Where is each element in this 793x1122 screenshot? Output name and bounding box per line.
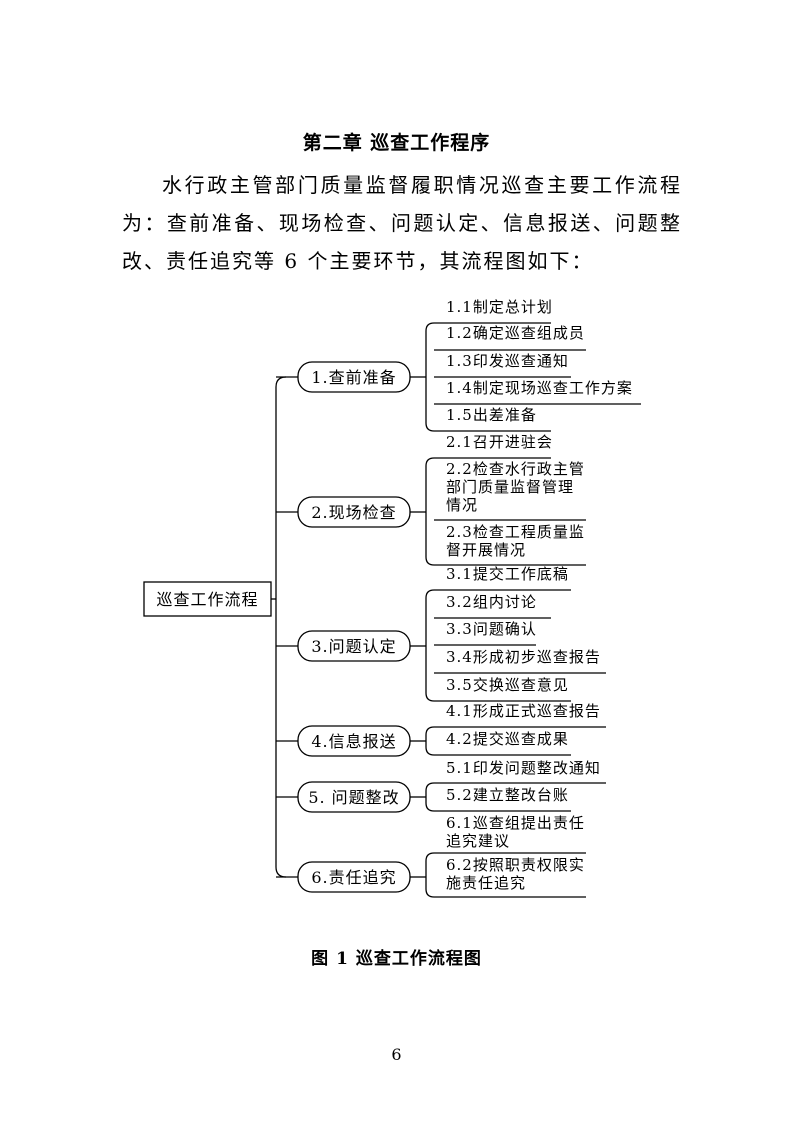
stage-node: 3.问题认定 3.1提交工作底稿 3.2组内讨论 3.3问题确认 3.4形成初步巡查报告… (276, 565, 606, 702)
sub-step: 3.3问题确认 (434, 620, 537, 646)
sub-step-text: 3.4形成初步巡查报告 (446, 648, 601, 666)
sub-step: 4.2提交巡查成果 (434, 730, 571, 756)
sub-step-text: 1.4制定现场巡查工作方案 (446, 379, 633, 397)
item-bracket (425, 726, 435, 756)
stage-label: 6.责任追究 (311, 868, 396, 887)
sub-step-text: 5.2建立整改台账 (446, 786, 569, 804)
page-number: 6 (391, 1045, 402, 1064)
stage-label: 2.现场检查 (311, 503, 396, 522)
sub-step-text: 1.1制定总计划 (446, 298, 553, 316)
sub-step-text: 督开展情况 (446, 541, 526, 559)
sub-step-text: 3.5交换巡查意见 (446, 676, 569, 694)
sub-step: 5.1印发问题整改通知 (434, 759, 606, 784)
item-bracket (425, 589, 435, 702)
sub-step-text: 4.2提交巡查成果 (446, 730, 569, 748)
sub-step: 1.3印发巡查通知 (434, 352, 571, 378)
sub-step-text: 6.2按照职责权限实 (446, 856, 585, 874)
sub-step-text: 2.3检查工程质量监 (446, 523, 585, 541)
sub-step: 1.1制定总计划 (434, 298, 553, 324)
sub-step: 1.5出差准备 (434, 406, 551, 432)
item-bracket (425, 782, 435, 812)
sub-step: 4.1形成正式巡查报告 (434, 702, 606, 728)
sub-step-text: 6.1巡查组提出责任 (446, 814, 585, 832)
sub-step-text: 情况 (446, 496, 478, 514)
sub-step: 3.4形成初步巡查报告 (434, 648, 606, 674)
sub-step-text: 3.3问题确认 (446, 620, 537, 638)
stage-label: 4.信息报送 (311, 732, 396, 751)
root-node: 巡查工作流程 (143, 581, 272, 617)
sub-step-text: 1.2确定巡查组成员 (446, 324, 585, 342)
chapter-title: 第二章 巡查工作程序 (302, 132, 491, 154)
sub-step-text: 5.1印发问题整改通知 (446, 759, 601, 777)
sub-step-text: 部门质量监督管理 (446, 478, 574, 496)
sub-step-text: 施责任追究 (446, 874, 526, 892)
root-label: 巡查工作流程 (156, 590, 258, 609)
stage-node: 2.现场检查2.1召开进驻会2.2检查水行政主管部门质量监督管理情况2.3检查工… (276, 433, 586, 566)
sub-step: 3.5交换巡查意见 (434, 676, 571, 702)
stage-label: 5. 问题整改 (308, 788, 399, 807)
sub-step: 1.2确定巡查组成员 (434, 324, 586, 351)
sub-step-text: 4.1形成正式巡查报告 (446, 702, 601, 720)
sub-step-text: 2.1召开进驻会 (446, 433, 553, 451)
item-bracket (425, 322, 435, 432)
figure-caption: 图 1 巡查工作流程图 (311, 949, 482, 969)
intro-paragraph: 水行政主管部门质量监督履职情况巡查主要工作流程为：查前准备、现场检查、问题认定、… (122, 173, 682, 273)
sub-step-text: 1.5出差准备 (446, 406, 537, 424)
stage-node: 5. 问题整改 5.1印发问题整改通知 5.2建立整改台账 (276, 759, 606, 813)
sub-step: 3.2组内讨论 (434, 593, 551, 619)
sub-step-text: 追究建议 (446, 832, 510, 850)
sub-step-text: 3.1提交工作底稿 (446, 565, 569, 583)
item-bracket (425, 457, 435, 566)
stage-label: 3.问题认定 (311, 637, 396, 656)
stage-node: 1.查前准备 1.1制定总计划 1.2确定巡查组成员 1.3印发巡查通知 1.4制定现场… (276, 298, 641, 432)
sub-step: 1.4制定现场巡查工作方案 (434, 379, 641, 405)
sub-step: 3.1提交工作底稿 (434, 565, 571, 591)
sub-step: 2.1召开进驻会 (434, 433, 553, 459)
main-trunk (275, 376, 287, 878)
stage-node: 4.信息报送 4.1形成正式巡查报告 4.2提交巡查成果 (276, 702, 606, 757)
sub-step: 5.2建立整改台账 (434, 786, 571, 812)
sub-step-text: 2.2检查水行政主管 (446, 460, 585, 478)
stage-label: 1.查前准备 (311, 368, 396, 387)
sub-step-text: 3.2组内讨论 (446, 593, 537, 611)
sub-step-text: 1.3印发巡查通知 (446, 352, 569, 370)
item-bracket (425, 852, 435, 898)
